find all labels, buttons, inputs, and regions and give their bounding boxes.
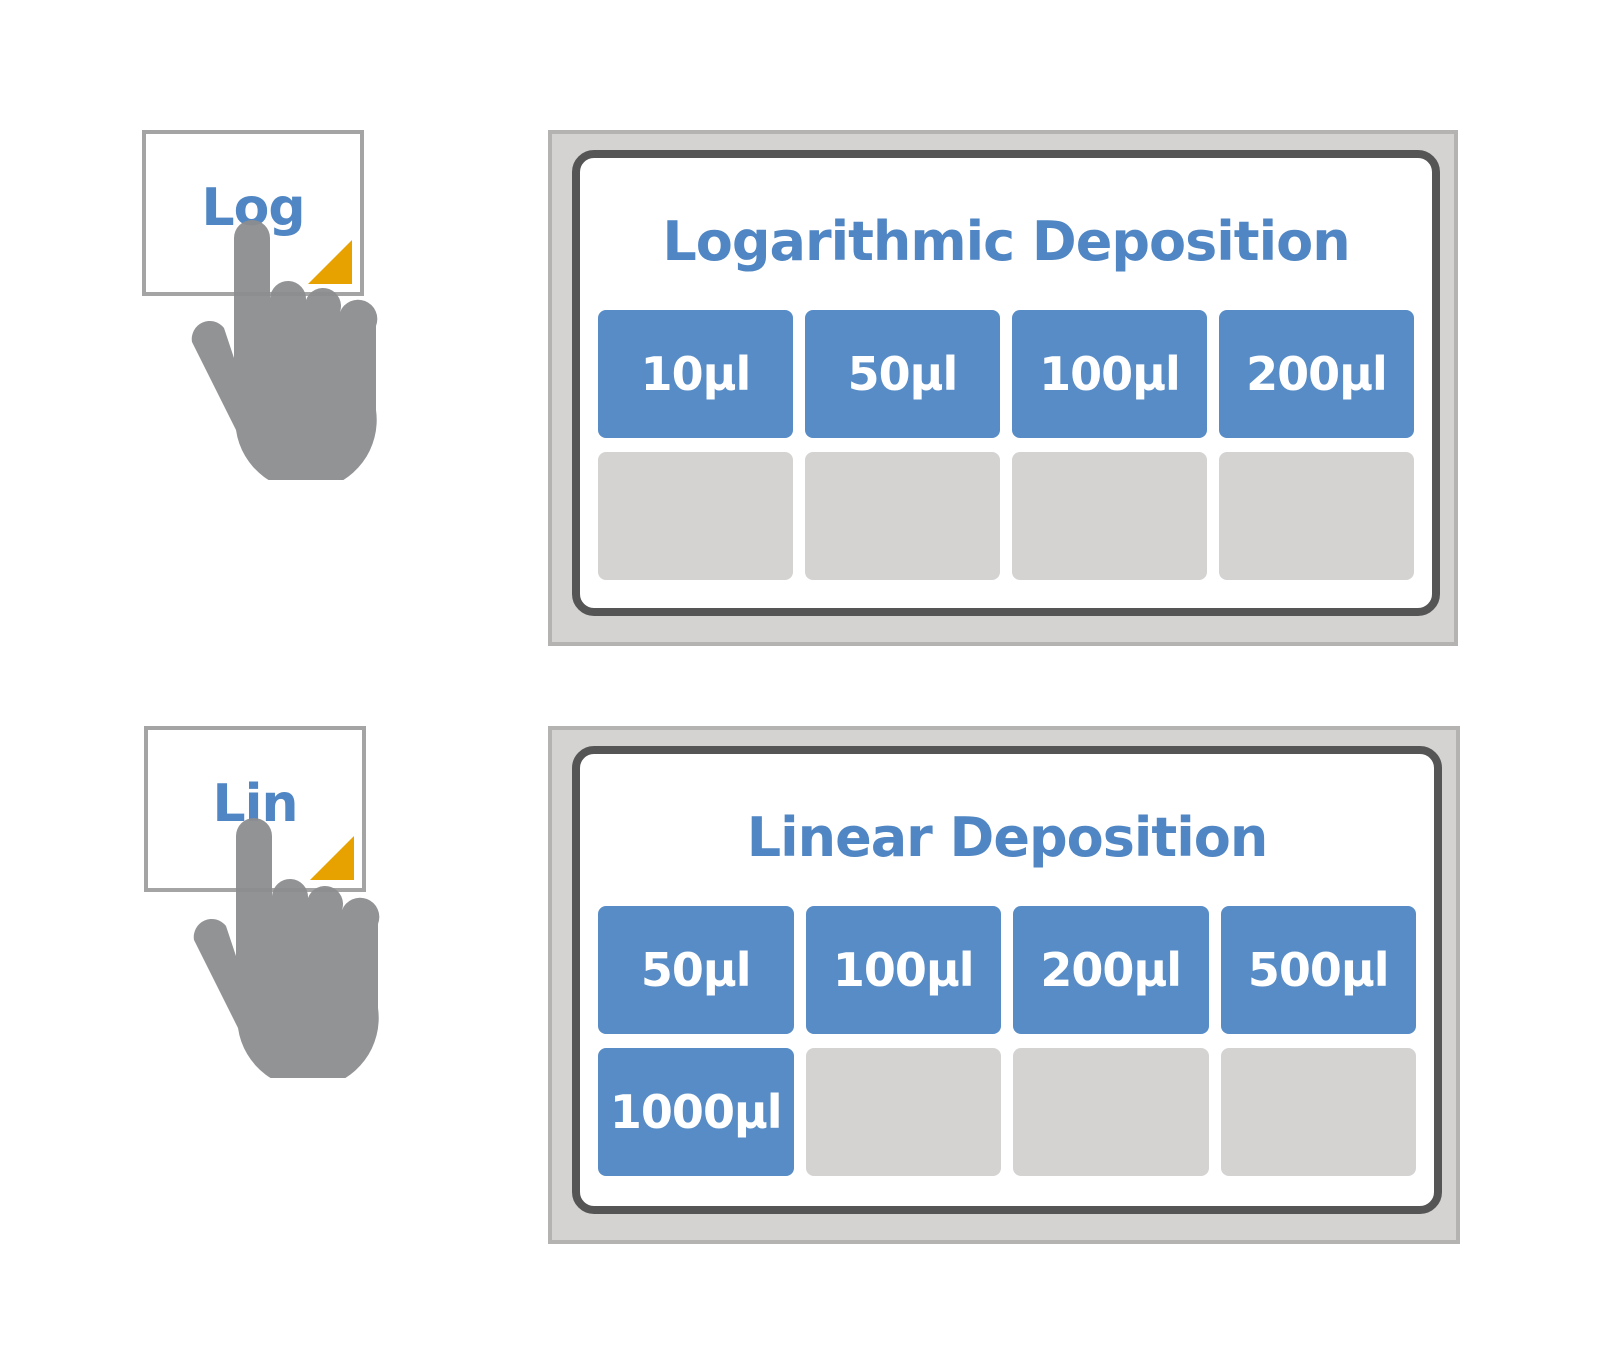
empty-slot <box>1012 452 1207 580</box>
pointing-hand-icon <box>193 818 380 1078</box>
corner-indicator-icon <box>310 836 354 880</box>
volume-option-button[interactable]: 100µl <box>1012 310 1207 438</box>
corner-indicator-icon <box>308 240 352 284</box>
volume-option-button[interactable]: 50µl <box>598 906 794 1034</box>
volume-option-button[interactable]: 1000µl <box>598 1048 794 1176</box>
volume-option-button[interactable]: 100µl <box>805 906 1001 1034</box>
panel-title: Linear Deposition <box>746 806 1269 869</box>
empty-slot <box>598 452 793 580</box>
empty-slot <box>1219 452 1414 580</box>
volume-option-button[interactable]: 200µl <box>1219 310 1414 438</box>
empty-slot <box>1013 1048 1209 1176</box>
panel-title: Logarithmic Deposition <box>662 210 1350 273</box>
empty-slot <box>1220 1048 1416 1176</box>
empty-slot <box>805 452 1000 580</box>
volume-option-button[interactable]: 200µl <box>1013 906 1209 1034</box>
empty-slot <box>805 1048 1001 1176</box>
pointing-hand-icon <box>191 220 378 480</box>
volume-option-button[interactable]: 10µl <box>598 310 793 438</box>
volume-option-button[interactable]: 50µl <box>805 310 1000 438</box>
volume-option-button[interactable]: 500µl <box>1220 906 1416 1034</box>
